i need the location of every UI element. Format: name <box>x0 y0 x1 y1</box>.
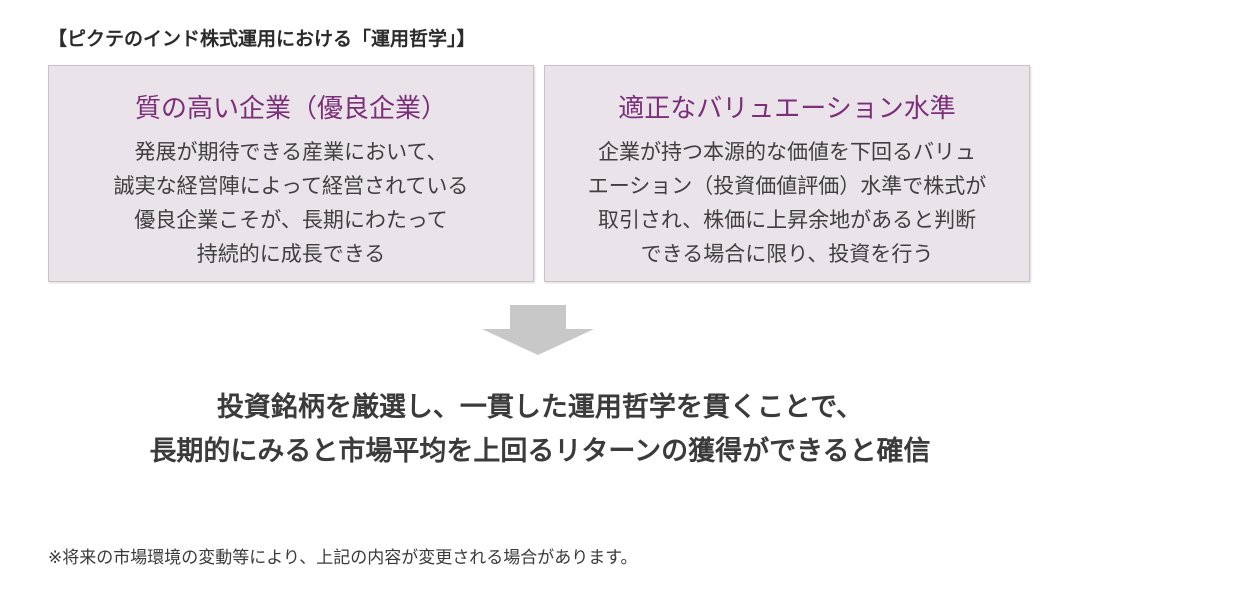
card-line: エーション（投資価値評価）水準で株式が <box>587 174 987 198</box>
card-line: 持続的に成長できる <box>196 242 386 266</box>
card-body: 企業が持つ本源的な価値を下回るバリュ エーション（投資価値評価）水準で株式が 取… <box>545 135 1029 271</box>
conclusion-line: 投資銘柄を厳選し、一貫した運用哲学を貫くことで、 <box>216 392 864 423</box>
footnote: ※将来の市場環境の変動等により、上記の内容が変更される場合があります。 <box>48 548 638 568</box>
conclusion-text: 投資銘柄を厳選し、一貫した運用哲学を貫くことで、 長期的にみると市場平均を上回る… <box>0 386 1080 474</box>
card-title: 質の高い企業（優良企業） <box>134 94 447 124</box>
conclusion-line: 長期的にみると市場平均を上回るリターンの獲得ができると確信 <box>149 436 931 467</box>
card-line: 優良企業こそが、長期にわたって <box>134 208 448 232</box>
down-arrow-icon <box>482 305 594 355</box>
diagram-heading: 【ピクテのインド株式運用における「運用哲学」】 <box>48 28 476 50</box>
quality-company-card: 質の高い企業（優良企業） 発展が期待できる産業において、 誠実な経営陣によって経… <box>48 65 534 282</box>
card-line: 誠実な経営陣によって経営されている <box>113 174 469 198</box>
card-line: 企業が持つ本源的な価値を下回るバリュ <box>598 140 976 164</box>
card-line: 取引され、株価に上昇余地があると判断 <box>597 208 977 232</box>
card-line: 発展が期待できる産業において、 <box>134 140 448 164</box>
card-title: 適正なバリュエーション水準 <box>618 94 956 124</box>
valuation-card: 適正なバリュエーション水準 企業が持つ本源的な価値を下回るバリュ エーション（投… <box>544 65 1030 282</box>
card-line: できる場合に限り、投資を行う <box>640 242 934 266</box>
card-body: 発展が期待できる産業において、 誠実な経営陣によって経営されている 優良企業こそ… <box>49 135 533 271</box>
